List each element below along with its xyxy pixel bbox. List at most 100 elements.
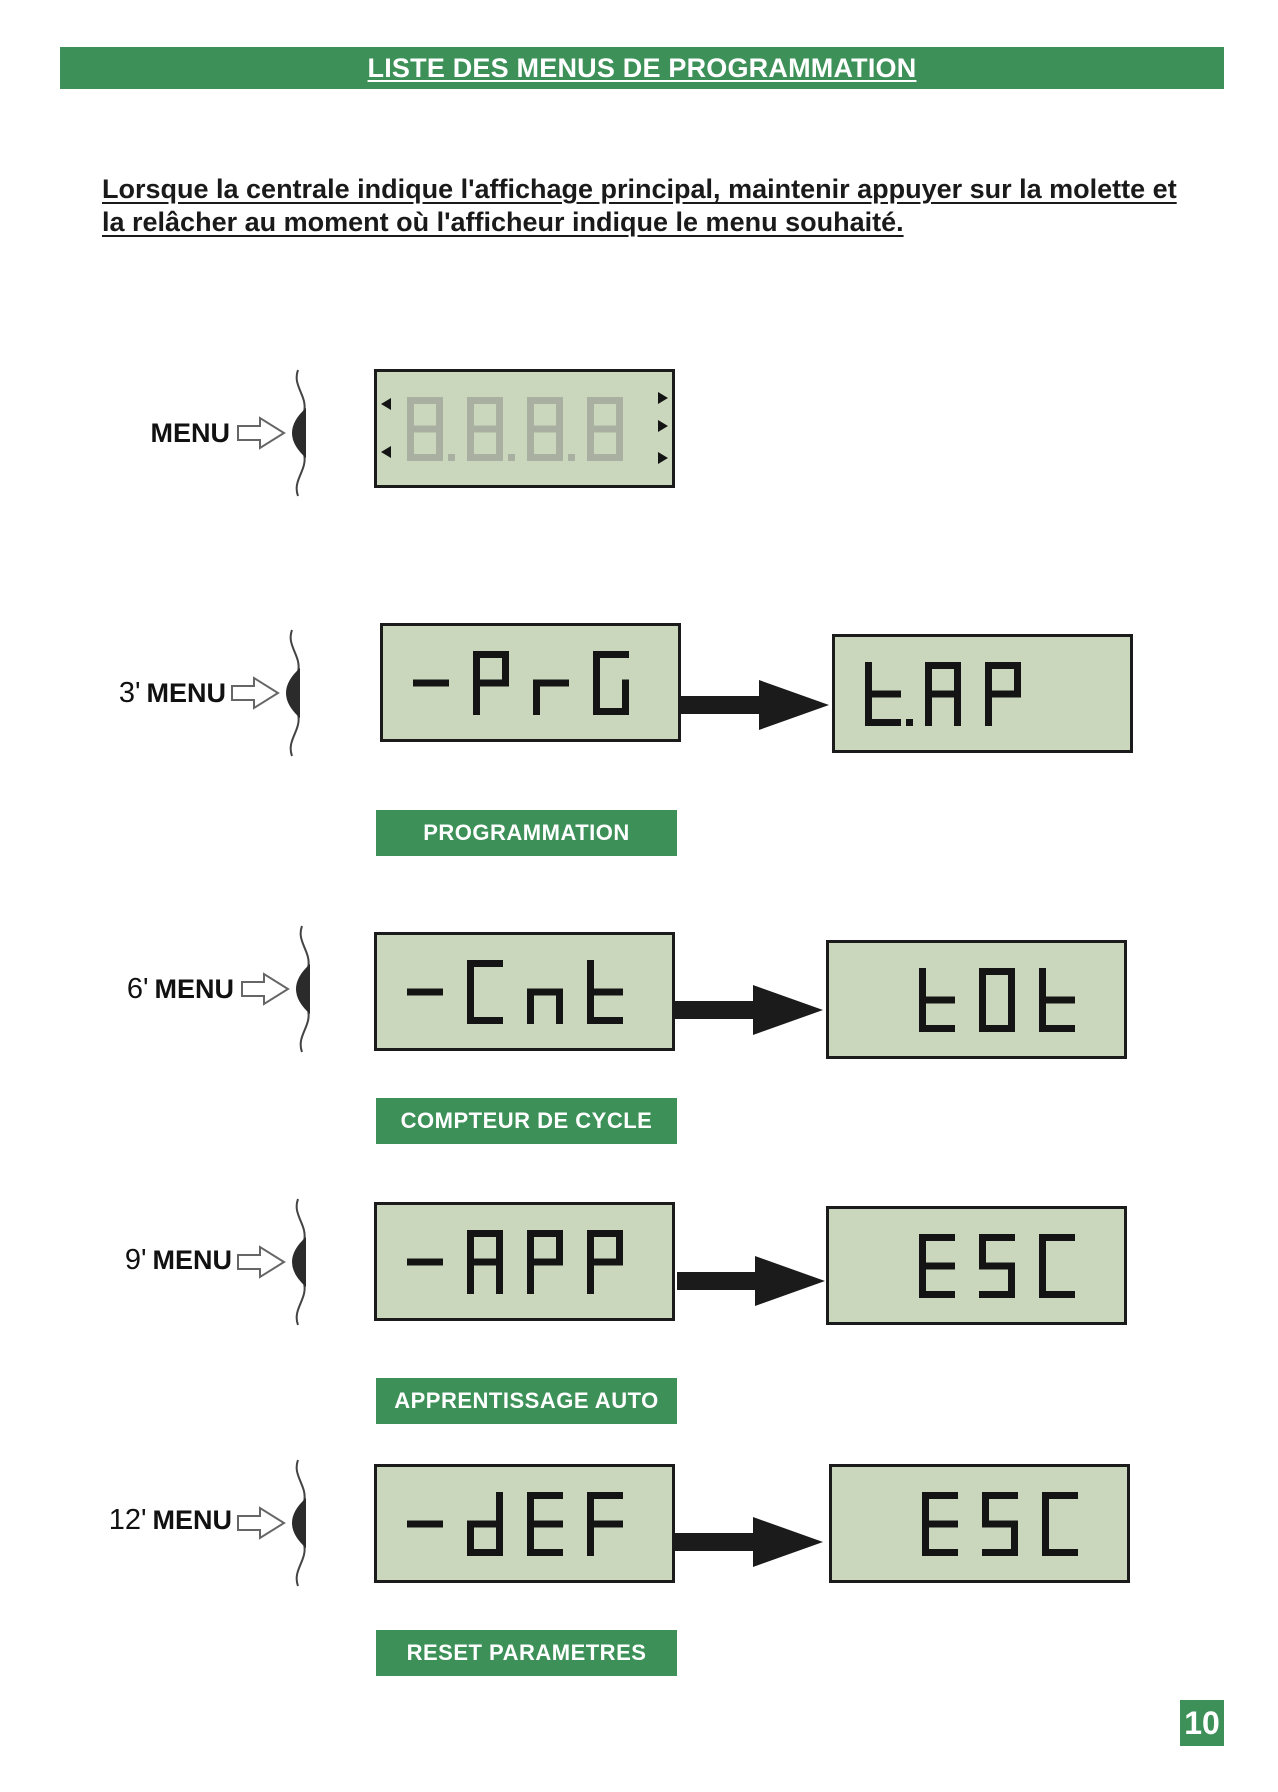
lcd-segment <box>616 397 623 433</box>
lcd-digits-prg <box>413 651 629 715</box>
knob-press-icon <box>234 368 320 498</box>
lcd-segment <box>919 1234 926 1270</box>
menu-caption-compteur: COMPTEUR DE CYCLE <box>376 1098 677 1144</box>
lcd-segment <box>979 1262 1015 1270</box>
lcd-display-from <box>374 1464 675 1583</box>
lcd-segment <box>1039 1291 1075 1298</box>
lcd-segment <box>919 1291 955 1298</box>
lcd-segment <box>593 708 629 715</box>
lcd-segment <box>954 662 961 698</box>
lcd-segment <box>527 425 563 433</box>
menu-caption-reset: RESET PARAMETRES <box>376 1630 677 1676</box>
arrow-right-icon <box>677 1256 825 1306</box>
lcd-digits-esc <box>922 1492 1078 1556</box>
lcd-segment <box>407 1258 443 1266</box>
lcd-segment <box>982 1520 1018 1528</box>
lcd-segment <box>1042 1549 1078 1556</box>
menu-label-row-0: MENU <box>30 418 231 449</box>
lcd-segment <box>1039 1025 1075 1032</box>
lcd-digits-esc <box>919 1234 1075 1298</box>
lcd-segment <box>587 960 594 996</box>
knob-press-icon <box>228 628 314 758</box>
lcd-segment <box>467 1520 503 1528</box>
lcd-segment <box>593 651 629 658</box>
lcd-segment <box>979 968 986 1004</box>
lcd-segment <box>496 425 503 461</box>
lcd-segment <box>496 1230 503 1266</box>
lcd-display-from <box>374 1202 675 1321</box>
lcd-segment <box>1039 1262 1046 1298</box>
lcd-digits-def <box>407 1492 623 1556</box>
arrow-right-icon <box>675 1517 823 1567</box>
lcd-segment <box>985 690 992 726</box>
lcd-segment <box>1008 996 1015 1032</box>
lcd-segment <box>527 454 563 461</box>
lcd-segment <box>979 1025 1015 1032</box>
lcd-segment <box>979 1234 1015 1241</box>
lcd-segment <box>1039 1234 1046 1270</box>
lcd-segment <box>1039 996 1046 1032</box>
lcd-segment <box>865 690 901 698</box>
menu-time: 3' <box>118 677 141 709</box>
lcd-segment <box>982 1549 1018 1556</box>
lcd-dot <box>906 719 913 726</box>
lcd-segment <box>527 1230 534 1266</box>
lcd-segment <box>502 651 509 687</box>
lcd-segment <box>436 397 443 433</box>
lcd-segment <box>587 425 594 461</box>
lcd-segment <box>925 662 961 669</box>
lcd-segment <box>467 1230 474 1266</box>
lcd-segment <box>407 454 443 461</box>
menu-word: MENU <box>152 1505 233 1535</box>
lcd-segment <box>556 425 563 461</box>
lcd-segment <box>587 397 594 433</box>
arrow-right-icon <box>681 680 829 730</box>
lcd-segment <box>407 1520 443 1528</box>
lcd-segment <box>593 651 600 687</box>
lcd-segment <box>467 960 503 967</box>
menu-label-row-4: 12' MENU <box>32 1504 232 1537</box>
lcd-segment <box>527 1549 563 1556</box>
lcd-segment <box>922 1549 958 1556</box>
lcd-segment <box>616 1230 623 1266</box>
lcd-segment <box>467 960 474 996</box>
lcd-segment <box>979 968 1015 975</box>
lcd-display-from <box>374 932 675 1051</box>
lcd-segment <box>587 988 594 1024</box>
lcd-segment <box>527 988 534 1024</box>
lcd-segment <box>533 679 569 687</box>
knob-press-icon <box>234 1197 320 1327</box>
menu-word: MENU <box>154 974 235 1004</box>
lcd-segment <box>587 425 623 433</box>
lcd-segment <box>925 690 961 698</box>
lcd-segment <box>982 1492 989 1528</box>
lcd-segment <box>1042 1492 1049 1528</box>
lcd-segment <box>467 1258 474 1294</box>
lcd-segment <box>587 1017 623 1024</box>
lcd-segment <box>436 425 443 461</box>
lcd-main-display: 8.8.8.8 <box>374 369 675 488</box>
lcd-segment <box>496 397 503 433</box>
intro-text: Lorsque la centrale indique l'affichage … <box>102 174 1177 237</box>
menu-word: MENU <box>150 418 231 448</box>
lcd-display-to <box>832 634 1133 753</box>
lcd-segment <box>467 397 503 404</box>
lcd-segment <box>527 1520 563 1528</box>
lcd-segment <box>496 1258 503 1294</box>
lcd-segment <box>473 679 480 715</box>
lcd-segment <box>556 988 563 1024</box>
lcd-segment <box>985 662 1021 669</box>
page-number: 10 <box>1180 1700 1224 1746</box>
lcd-segment <box>919 996 955 1004</box>
lcd-segment <box>467 425 474 461</box>
lcd-segment <box>407 397 414 433</box>
lcd-segment <box>587 988 623 996</box>
lcd-segment <box>919 1262 955 1270</box>
menu-time: 6' <box>126 973 149 1005</box>
menu-label-row-3: 9' MENU <box>32 1244 232 1277</box>
lcd-segment <box>982 1492 1018 1499</box>
lcd-segment <box>556 397 563 433</box>
lcd-segment <box>925 690 932 726</box>
menu-caption-programmation: PROGRAMMATION <box>376 810 677 856</box>
lcd-segment <box>587 1230 623 1237</box>
